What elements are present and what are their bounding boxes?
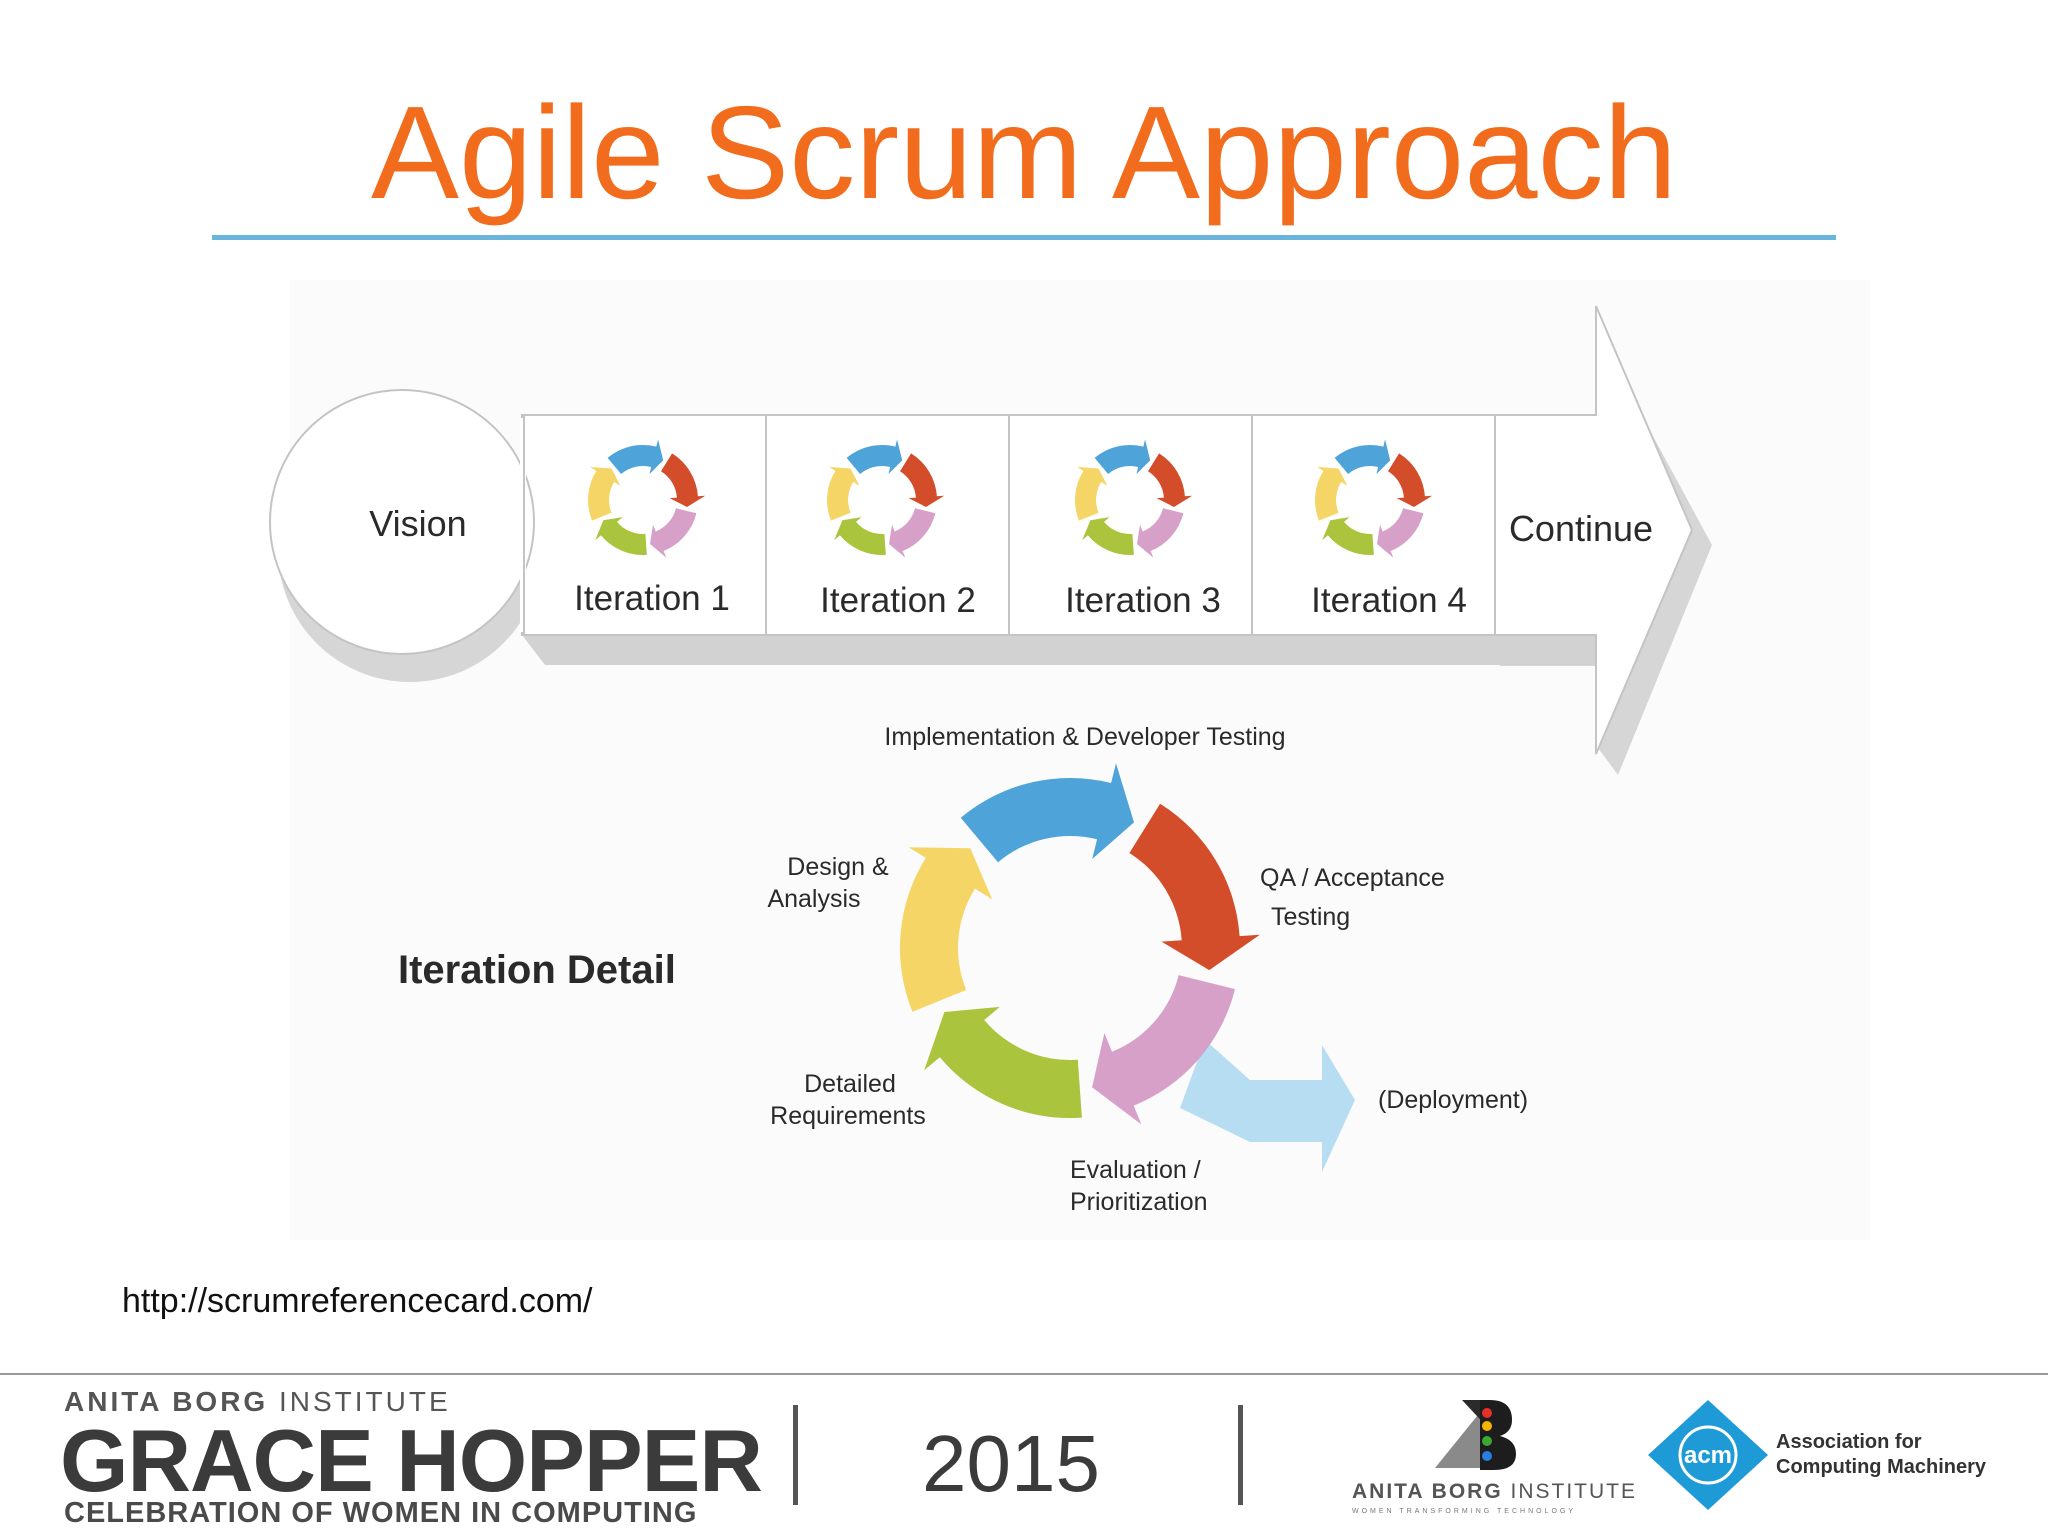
iteration-1-cycle-segment-2 bbox=[661, 453, 706, 507]
phase-requirements-label-line2: Requirements bbox=[770, 1102, 926, 1130]
iteration-3-cycle-segment-5 bbox=[1075, 467, 1108, 521]
footer-divider bbox=[0, 1373, 2048, 1375]
ghc-event-subtitle: CELEBRATION OF WOMEN IN COMPUTING bbox=[64, 1497, 698, 1529]
detail-cycle-segment-4 bbox=[924, 1006, 1082, 1119]
iteration-detail-cycle bbox=[899, 763, 1260, 1125]
iteration-1-cycle-segment-4 bbox=[595, 517, 647, 556]
acm-logo-text: acm bbox=[1684, 1442, 1732, 1469]
phase-design-label-line2: Analysis bbox=[767, 885, 860, 913]
iteration-2-cycle-segment-4 bbox=[834, 517, 886, 556]
detail-cycle-segment-3 bbox=[1092, 975, 1235, 1125]
title-underline bbox=[212, 235, 1836, 240]
ghc-institute-name: ANITA BORG INSTITUTE bbox=[64, 1386, 451, 1417]
roadmap-arrow bbox=[269, 305, 1694, 755]
iteration-3-cycle-segment-4 bbox=[1082, 517, 1134, 556]
iteration-2-cycle-segment-2 bbox=[900, 453, 945, 507]
phase-qa-label-line2: Testing bbox=[1271, 903, 1350, 931]
iteration-detail-heading: Iteration Detail bbox=[398, 948, 676, 992]
phase-implementation-label: Implementation & Developer Testing bbox=[884, 723, 1285, 751]
footer-separator-right bbox=[1238, 1405, 1243, 1505]
phase-qa-label-line1: QA / Acceptance bbox=[1260, 864, 1445, 892]
anita-borg-logo-text: ANITA BORG INSTITUTE bbox=[1352, 1480, 1637, 1503]
anita-borg-tagline: WOMEN TRANSFORMING TECHNOLOGY bbox=[1352, 1508, 1577, 1515]
deployment-label: (Deployment) bbox=[1378, 1086, 1528, 1114]
iteration-4-cycle-icon bbox=[1315, 439, 1433, 558]
iteration-3-label: Iteration 3 bbox=[1065, 581, 1221, 620]
iteration-1-cycle-segment-3 bbox=[650, 508, 697, 558]
iteration-2-cycle-icon bbox=[827, 439, 945, 558]
ghc-event-name: GRACE HOPPER bbox=[60, 1411, 763, 1510]
iteration-4-cycle-segment-1 bbox=[1334, 439, 1391, 475]
anita-borg-logo-mark bbox=[1435, 1400, 1516, 1470]
iteration-4-cycle-segment-3 bbox=[1377, 508, 1424, 558]
iteration-3-cycle-segment-1 bbox=[1094, 439, 1151, 475]
phase-evaluation-label-line1: Evaluation / bbox=[1070, 1156, 1201, 1184]
iteration-3-cycle-segment-2 bbox=[1148, 453, 1193, 507]
phase-evaluation-label-line2: Prioritization bbox=[1070, 1188, 1208, 1216]
iteration-3-cycle-segment-3 bbox=[1137, 508, 1184, 558]
iteration-4-label: Iteration 4 bbox=[1311, 581, 1467, 620]
deployment-arrow bbox=[1180, 1040, 1355, 1172]
iteration-1-cycle-segment-1 bbox=[607, 439, 664, 475]
detail-cycle-segment-5 bbox=[899, 847, 993, 1012]
detail-cycle-segment-1 bbox=[960, 763, 1134, 863]
iteration-4-cycle-segment-4 bbox=[1322, 517, 1374, 556]
event-year: 2015 bbox=[922, 1419, 1100, 1508]
iteration-2-cycle-segment-3 bbox=[889, 508, 936, 558]
slide-title: Agile Scrum Approach bbox=[370, 79, 1677, 226]
iteration-1-label: Iteration 1 bbox=[574, 579, 730, 618]
iteration-1-cycle-icon bbox=[588, 439, 706, 558]
acm-logo: acm bbox=[1648, 1400, 1768, 1510]
source-link[interactable]: http://scrumreferencecard.com/ bbox=[122, 1282, 593, 1320]
iteration-2-cycle-segment-5 bbox=[827, 467, 860, 521]
vision-label: Vision bbox=[369, 503, 466, 544]
iteration-4-cycle-segment-2 bbox=[1388, 453, 1433, 507]
iteration-2-label: Iteration 2 bbox=[820, 581, 976, 620]
detail-cycle-segment-2 bbox=[1129, 803, 1260, 971]
footer-separator-left bbox=[793, 1405, 798, 1505]
phase-requirements-label-line1: Detailed bbox=[804, 1070, 896, 1098]
iteration-2-cycle-segment-1 bbox=[846, 439, 903, 475]
iteration-4-cycle-segment-5 bbox=[1315, 467, 1348, 521]
iteration-cycles bbox=[588, 439, 1433, 558]
continue-label: Continue bbox=[1509, 508, 1653, 549]
iteration-3-cycle-icon bbox=[1075, 439, 1193, 558]
phase-design-label-line1: Design & bbox=[787, 853, 889, 881]
iteration-1-cycle-segment-5 bbox=[588, 467, 621, 521]
